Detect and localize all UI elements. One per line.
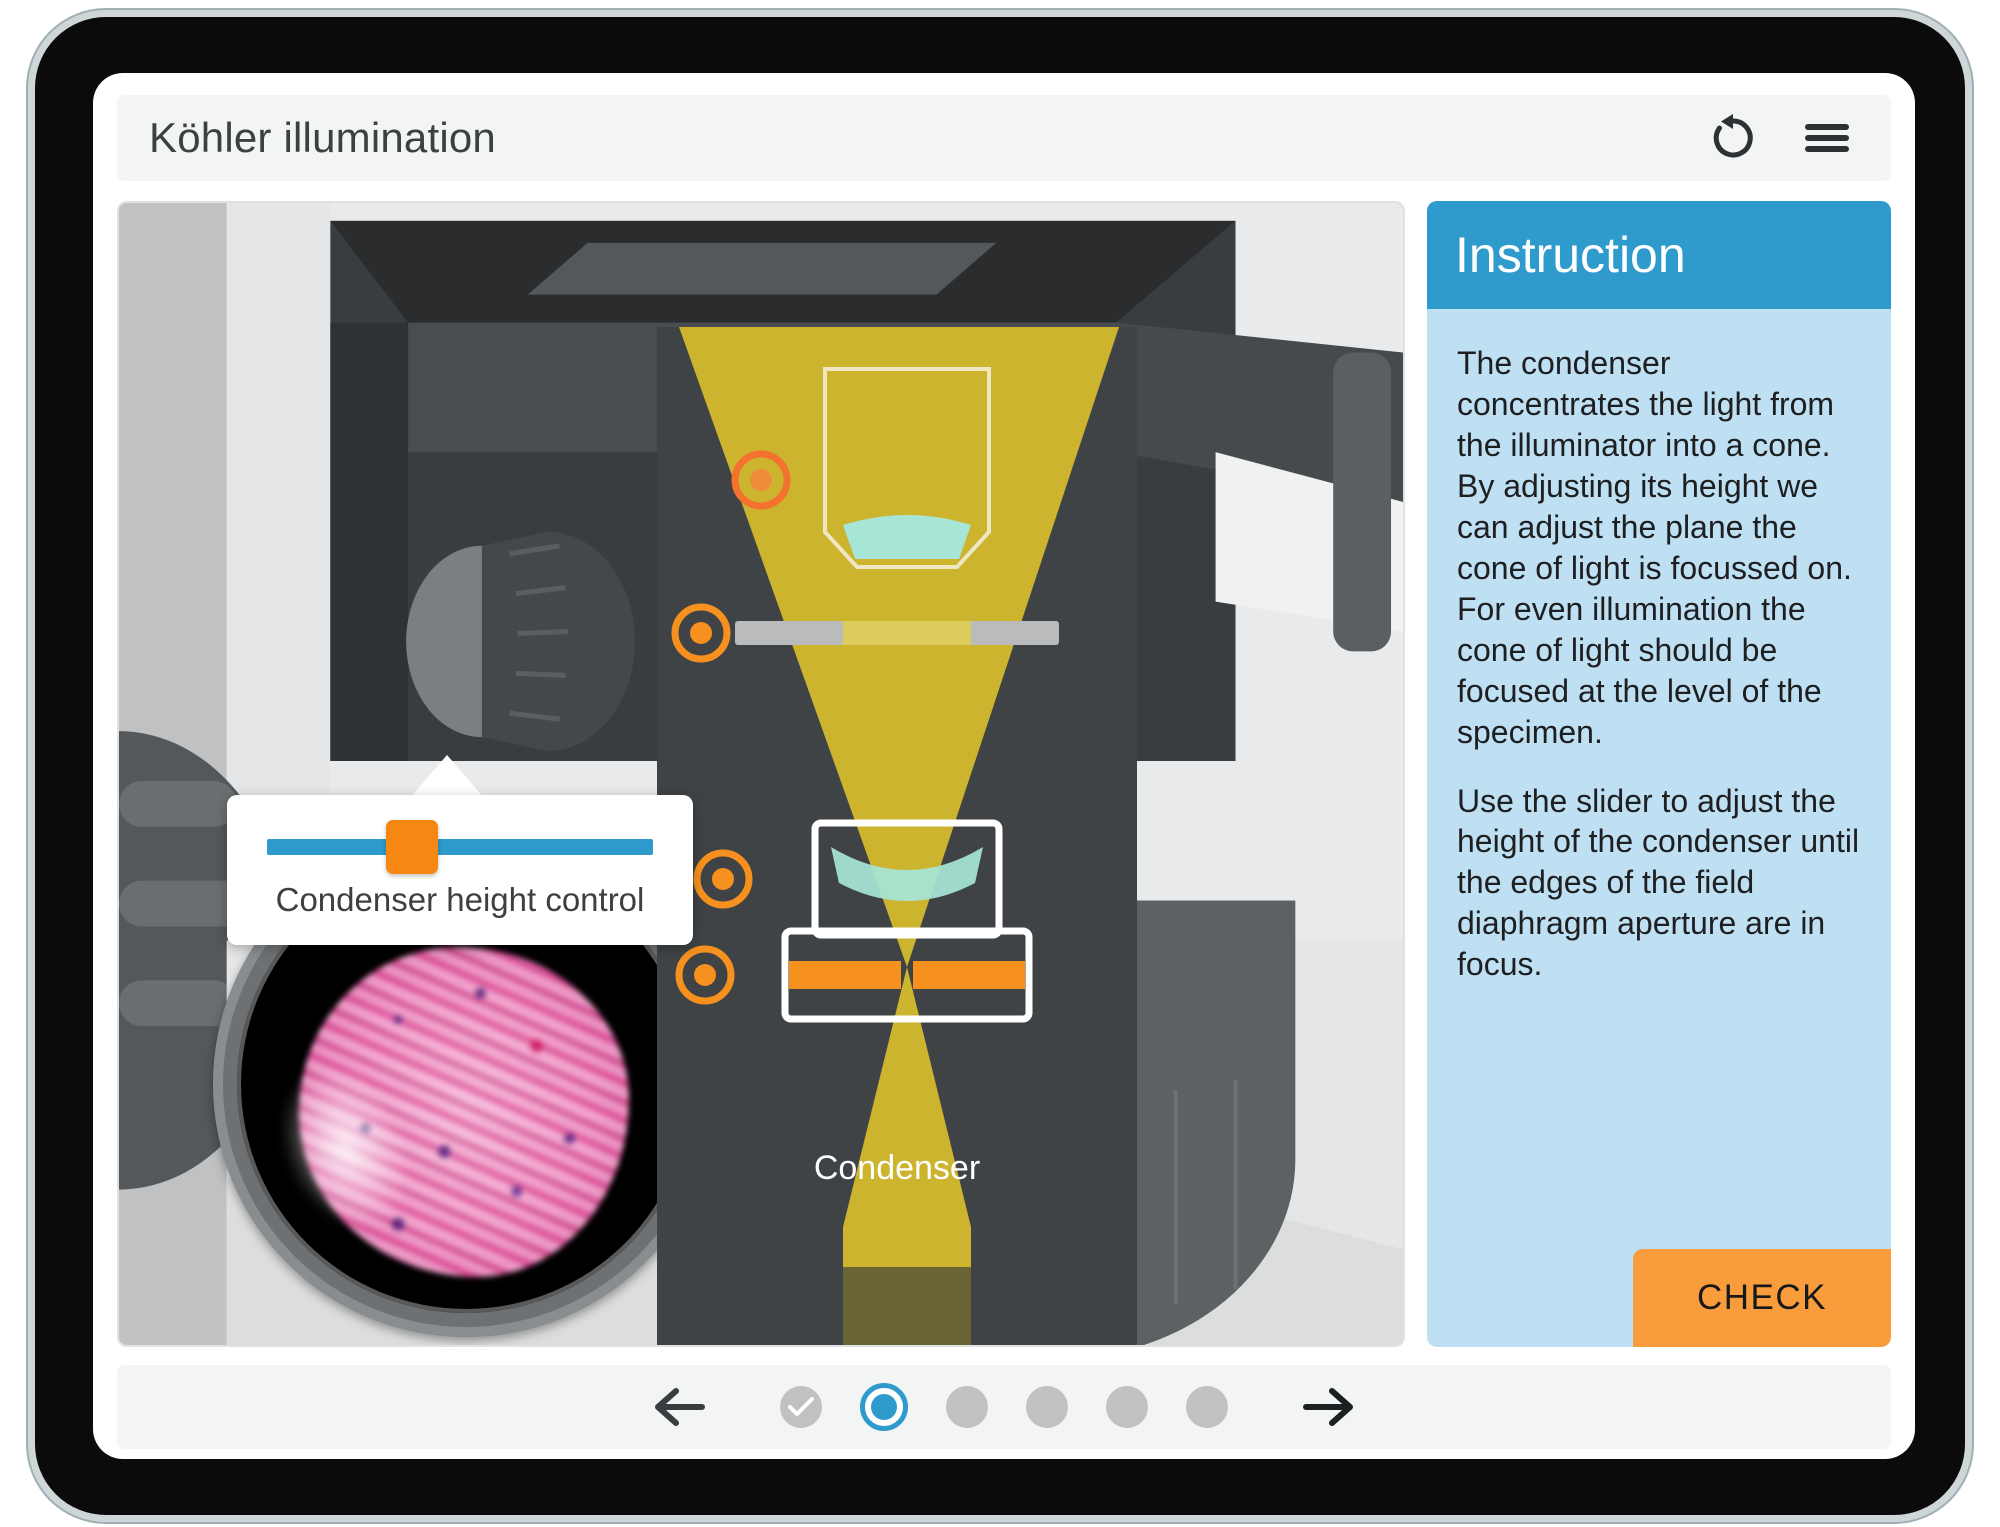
- progress-dots: [780, 1383, 1228, 1431]
- instruction-body: The condenser concentrates the light fro…: [1427, 309, 1891, 985]
- instruction-paragraph-2: Use the slider to adjust the height of t…: [1457, 782, 1860, 983]
- marker-specimen: [671, 603, 731, 663]
- condenser-height-slider-label: Condenser height control: [275, 881, 645, 918]
- main-area: Condenser Condenser height control Instr…: [117, 201, 1891, 1347]
- header-actions: [1707, 112, 1853, 164]
- hamburger-menu-icon[interactable]: [1801, 112, 1853, 164]
- instruction-paragraph-1: The condenser concentrates the light fro…: [1457, 345, 1852, 750]
- marker-condenser-lens: [693, 849, 753, 909]
- instruction-header: Instruction: [1427, 201, 1891, 309]
- page-title: Köhler illumination: [149, 114, 496, 161]
- progress-step-1-completed[interactable]: [780, 1386, 822, 1428]
- progress-step-4[interactable]: [1026, 1386, 1068, 1428]
- ray-diagram-overlay: Condenser: [657, 327, 1137, 1345]
- progress-step-5[interactable]: [1106, 1386, 1148, 1428]
- microscope-stage-panel[interactable]: Condenser Condenser height control: [117, 201, 1405, 1347]
- condenser-height-slider-track[interactable]: [267, 820, 653, 874]
- progress-step-2-current[interactable]: [860, 1383, 908, 1431]
- condenser-height-popover[interactable]: Condenser height control: [227, 795, 693, 945]
- condenser-label: Condenser: [813, 1149, 981, 1187]
- progress-step-3[interactable]: [946, 1386, 988, 1428]
- condenser-height-slider-handle[interactable]: [386, 820, 438, 874]
- check-button[interactable]: CHECK: [1633, 1249, 1891, 1347]
- progress-step-6[interactable]: [1186, 1386, 1228, 1428]
- arrow-right-icon[interactable]: [1302, 1385, 1356, 1429]
- marker-aperture: [731, 450, 791, 510]
- tablet-frame: Köhler illumination: [28, 10, 1972, 1522]
- app-header: Köhler illumination: [117, 95, 1891, 181]
- arrow-left-icon[interactable]: [652, 1385, 706, 1429]
- reset-rotate-ccw-icon[interactable]: [1707, 112, 1759, 164]
- instruction-panel: Instruction The condenser concentrates t…: [1427, 201, 1891, 1347]
- marker-diaphragm: [675, 945, 735, 1005]
- instruction-title: Instruction: [1455, 227, 1686, 283]
- tablet-screen: Köhler illumination: [93, 73, 1915, 1459]
- footer-navigation: [117, 1365, 1891, 1449]
- slider-popover-arrow: [409, 755, 485, 799]
